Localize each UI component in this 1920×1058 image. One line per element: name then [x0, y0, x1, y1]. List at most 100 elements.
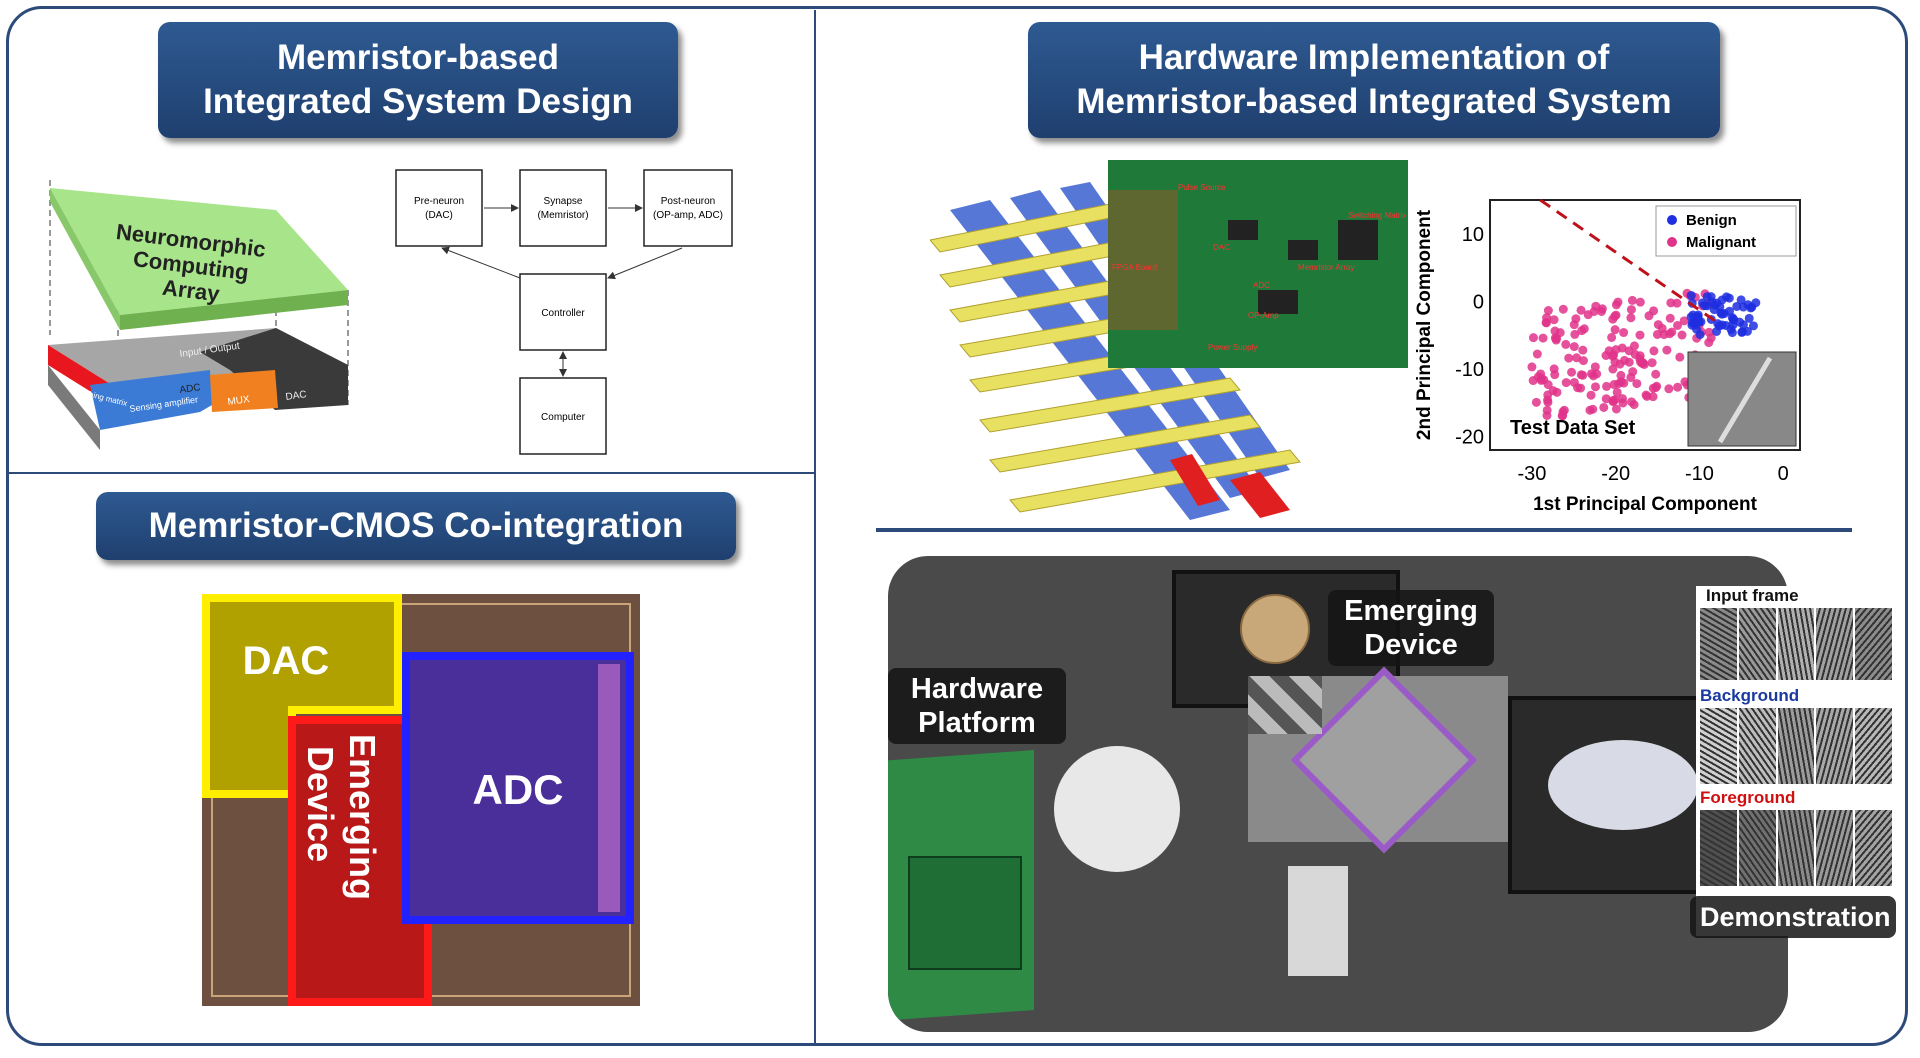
- hardware-platform-label: Hardware Platform: [888, 668, 1066, 744]
- frame-thumbnail: [1700, 708, 1737, 784]
- post-neuron-sub: (OP-amp, ADC): [653, 210, 723, 221]
- benign-point: [1712, 326, 1722, 336]
- hardware-title-line2: Memristor-based Integrated System: [1076, 82, 1672, 121]
- malignant-point: [1704, 338, 1714, 348]
- inset-image: [1687, 351, 1797, 447]
- pcb-label-0: Pulse Source: [1178, 183, 1226, 192]
- malignant-point: [1578, 345, 1588, 355]
- malignant-point: [1644, 311, 1654, 321]
- malignant-point: [1552, 387, 1562, 397]
- malignant-point: [1578, 370, 1588, 380]
- foreground-row: [1700, 810, 1892, 886]
- malignant-point: [1543, 306, 1553, 316]
- cointegration-title-text: Memristor-CMOS Co-integration: [148, 506, 684, 545]
- frame-thumbnail: [1816, 810, 1854, 886]
- malignant-point: [1662, 345, 1672, 355]
- malignant-point: [1611, 404, 1621, 414]
- benign-point: [1748, 321, 1758, 331]
- right-horizontal-divider: [876, 528, 1852, 532]
- benign-point: [1738, 302, 1748, 312]
- y-tick-label: 0: [1473, 291, 1484, 313]
- malignant-point: [1536, 375, 1546, 385]
- design-title-line1: Memristor-based: [276, 38, 560, 77]
- benign-point: [1744, 313, 1754, 323]
- malignant-point: [1569, 320, 1579, 330]
- malignant-point: [1543, 390, 1553, 400]
- y-ticks: 100-10-20: [1455, 224, 1484, 449]
- benign-point: [1736, 295, 1746, 305]
- malignant-point: [1626, 397, 1636, 407]
- malignant-point: [1608, 364, 1618, 374]
- malignant-point: [1641, 390, 1651, 400]
- foreground-label: Foreground: [1700, 788, 1796, 807]
- malignant-point: [1531, 397, 1541, 407]
- sensing-amplifier-block: [90, 370, 212, 430]
- design-title: Memristor-based Integrated System Design: [158, 22, 678, 138]
- malignant-point: [1626, 372, 1636, 382]
- malignant-point: [1570, 329, 1580, 339]
- output-arrow-2: [1170, 454, 1220, 506]
- vertical-divider: [814, 10, 816, 1046]
- controller-block: [519, 273, 607, 351]
- benign-point: [1713, 319, 1723, 329]
- malignant-point: [1673, 382, 1683, 392]
- malignant-point: [1652, 381, 1662, 391]
- benign-point: [1702, 292, 1712, 302]
- malignant-point: [1578, 356, 1588, 366]
- emerging-device-line1: Emerging: [1344, 595, 1478, 627]
- frame-thumbnail: [1816, 608, 1854, 680]
- design-title-line2: Integrated System Design: [203, 82, 633, 121]
- chip-2: [1288, 240, 1318, 260]
- post-neuron-block: [643, 169, 733, 247]
- adc-pad-column: [598, 664, 620, 912]
- y-tick-label: -10: [1455, 359, 1484, 381]
- malignant-point: [1550, 326, 1560, 336]
- frame-thumbnail: [1816, 708, 1854, 784]
- emerging-region-label-2: Device: [300, 746, 341, 862]
- x-tick-label: -30: [1517, 463, 1546, 485]
- malignant-point: [1677, 330, 1687, 340]
- malignant-point: [1590, 362, 1600, 372]
- malignant-point: [1527, 362, 1537, 372]
- malignant-point: [1651, 369, 1661, 379]
- y-axis-label: 2nd Principal Component: [1414, 209, 1435, 440]
- pre-neuron-label: Pre-neuron: [414, 196, 464, 207]
- input-frame-label: Input frame: [1706, 586, 1799, 605]
- benign-point: [1695, 330, 1705, 340]
- malignant-point: [1597, 306, 1607, 316]
- malignant-point: [1591, 301, 1601, 311]
- malignant-point: [1541, 318, 1551, 328]
- benign-point: [1732, 301, 1742, 311]
- hardware-platform-line1: Hardware: [910, 673, 1044, 705]
- legend-malignant-label: Malignant: [1686, 234, 1756, 251]
- block-diagram: Pre-neuron (DAC) Synapse (Memristor) Pos…: [395, 169, 733, 455]
- stack-side: [48, 365, 100, 450]
- malignant-point: [1704, 327, 1714, 337]
- malignant-point: [1564, 353, 1574, 363]
- legend-benign-marker: [1667, 215, 1677, 225]
- frame-thumbnail: [1700, 810, 1737, 886]
- frame-thumbnail: [1738, 708, 1776, 784]
- synapse-sub: (Memristor): [537, 210, 588, 221]
- malignant-point: [1567, 367, 1577, 377]
- synapse-block: [519, 169, 607, 247]
- arrow-controller-pre: [441, 246, 521, 279]
- mux-block: [210, 370, 278, 412]
- benign-point: [1702, 301, 1712, 311]
- chip-4: [1258, 290, 1298, 314]
- malignant-point: [1607, 332, 1617, 342]
- malignant-point: [1538, 333, 1548, 343]
- frame-thumbnail: [1738, 810, 1776, 886]
- malignant-point: [1549, 315, 1559, 325]
- legend-box: [1655, 205, 1797, 257]
- wafer-image: [1240, 594, 1310, 664]
- frame-thumbnail: [1777, 810, 1815, 886]
- scatter-annotation: Test Data Set: [1510, 417, 1636, 439]
- input-frame-row: [1700, 608, 1892, 680]
- frame-thumbnail: [1777, 708, 1815, 784]
- emerging-device-label: Emerging Device: [1328, 590, 1494, 666]
- emerging-device-line2: Device: [1364, 629, 1458, 661]
- chip-1: [1228, 220, 1258, 240]
- malignant-point: [1611, 345, 1621, 355]
